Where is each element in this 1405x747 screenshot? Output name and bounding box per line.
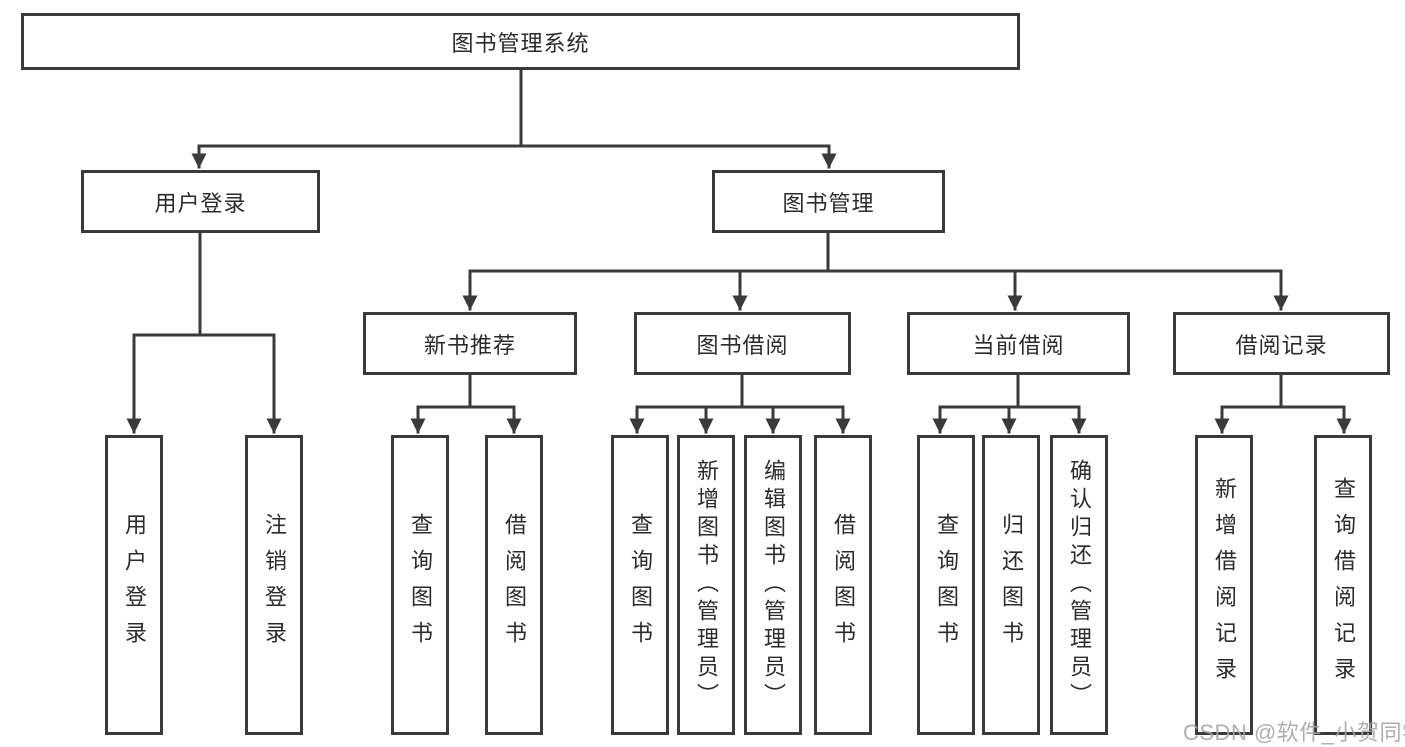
watermark: CSDN @软件_小贺同学 <box>1183 720 1405 745</box>
leaf-confirm-return-admin: 确认归还（管理员） <box>1050 435 1108 735</box>
node-new-book-recommend: 新书推荐 <box>363 312 577 375</box>
node-book-management: 图书管理 <box>712 170 945 233</box>
leaf-logout: 注销登录 <box>245 435 303 735</box>
leaf-user-login: 用户登录 <box>105 435 163 735</box>
leaf-edit-book-admin: 编辑图书（管理员） <box>744 435 802 735</box>
leaf-recommend-query-books: 查询图书 <box>391 435 449 735</box>
leaf-current-query-books: 查询图书 <box>917 435 975 735</box>
node-borrow-records: 借阅记录 <box>1173 312 1390 375</box>
leaf-borrow-books: 借阅图书 <box>814 435 872 735</box>
leaf-add-borrow-record: 新增借阅记录 <box>1195 435 1253 735</box>
node-book-borrow: 图书借阅 <box>634 312 851 375</box>
node-current-borrow: 当前借阅 <box>907 312 1130 375</box>
leaf-borrow-query-books: 查询图书 <box>611 435 669 735</box>
leaf-add-book-admin: 新增图书（管理员） <box>677 435 735 735</box>
leaf-recommend-borrow-books: 借阅图书 <box>485 435 543 735</box>
leaf-query-borrow-record: 查询借阅记录 <box>1314 435 1372 735</box>
leaf-return-books: 归还图书 <box>982 435 1040 735</box>
node-user-login: 用户登录 <box>81 170 320 233</box>
node-library-system: 图书管理系统 <box>21 13 1020 70</box>
